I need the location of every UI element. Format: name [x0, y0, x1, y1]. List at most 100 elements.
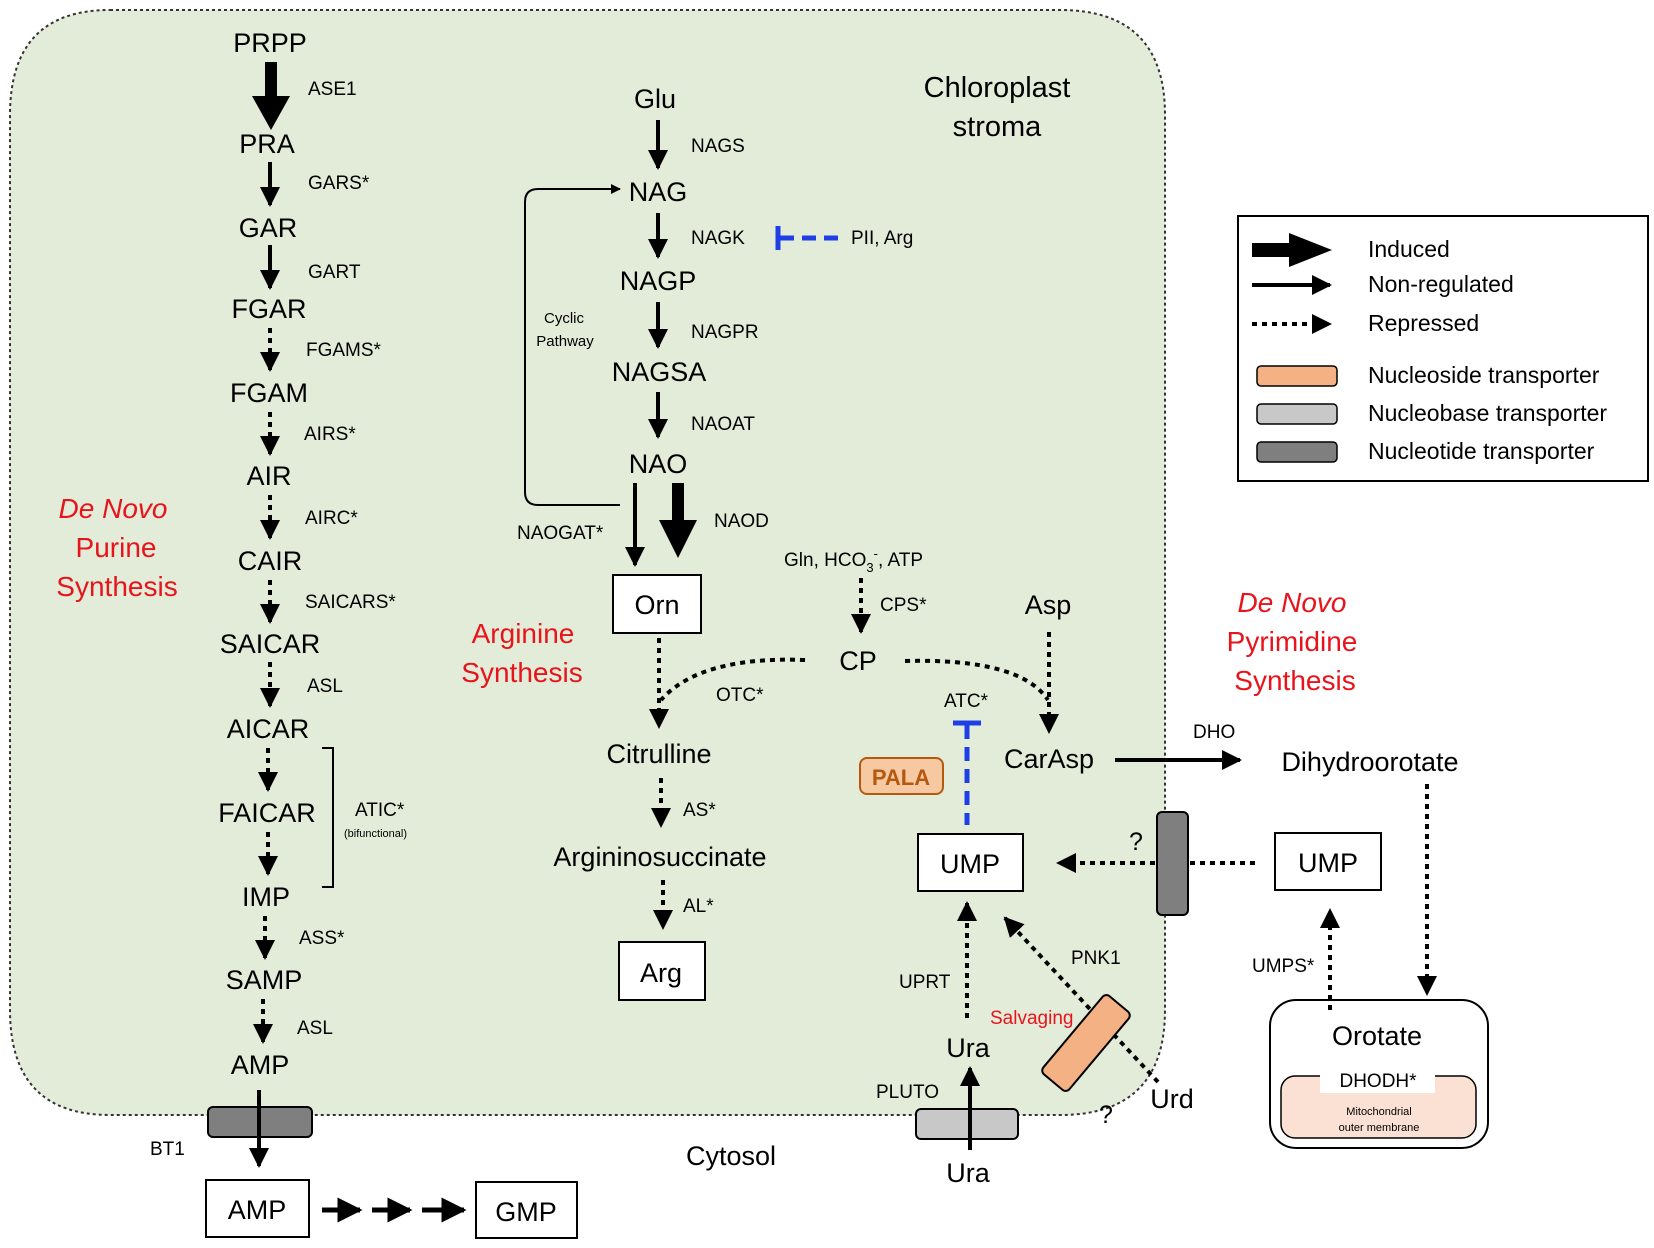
metabolite-amp-cytosol: AMP	[228, 1195, 287, 1225]
cps-substrates: Gln, HCO3-, ATP	[784, 546, 923, 575]
nagk-inhibitor: PII, Arg	[851, 228, 913, 249]
purine-title-1: De Novo	[59, 493, 168, 524]
legend: Induced Non-regulated Repressed Nucleosi…	[1237, 215, 1649, 482]
enzyme-asl-2: ASL	[297, 1018, 333, 1039]
legend-nucleoside: Nucleoside transporter	[1368, 362, 1600, 388]
enzyme-ase1: ASE1	[308, 79, 357, 100]
enzyme-naod: NAOD	[714, 511, 769, 532]
orn-box	[612, 574, 702, 634]
substrates-sup: -	[874, 546, 878, 561]
metabolite-nagp: NAGP	[620, 266, 697, 296]
legend-nucleotide: Nucleotide transporter	[1368, 438, 1595, 464]
metabolite-argininosuccinate: Argininosuccinate	[553, 842, 766, 872]
nucleotide-transporter	[1156, 811, 1189, 916]
enzyme-as: AS*	[683, 800, 716, 821]
pyrimidine-title-2: Pyrimidine	[1227, 626, 1358, 657]
metabolite-pra: PRA	[239, 129, 295, 159]
cytosol-label: Cytosol	[686, 1141, 776, 1171]
purine-title-2: Purine	[76, 532, 157, 563]
enzyme-dhodh: DHODH*	[1339, 1071, 1417, 1092]
enzyme-cps: CPS*	[880, 595, 927, 616]
ump-stroma-box	[917, 833, 1024, 892]
metabolite-gar: GAR	[239, 213, 298, 243]
metabolite-imp: IMP	[242, 882, 290, 912]
enzyme-gars: GARS*	[308, 173, 370, 194]
pala-badge	[859, 757, 944, 795]
salvaging-label: Salvaging	[990, 1008, 1073, 1029]
nucleoside-transporter	[1041, 994, 1131, 1092]
enzyme-nagk: NAGK	[691, 228, 745, 249]
metabolite-asp: Asp	[1025, 590, 1072, 620]
enzyme-umps: UMPS*	[1252, 956, 1315, 977]
metabolite-ump-cytosol: UMP	[1298, 848, 1358, 878]
metabolite-prpp: PRPP	[233, 28, 307, 58]
enzyme-otc: OTC*	[716, 685, 764, 706]
enzyme-ass: ASS*	[299, 928, 345, 949]
metabolite-citrulline: Citrulline	[606, 739, 711, 769]
enzyme-atic: ATIC*	[355, 800, 405, 821]
enzyme-gart: GART	[308, 262, 361, 283]
enzyme-nagpr: NAGPR	[691, 322, 759, 343]
metabolite-urd: Urd	[1150, 1084, 1194, 1114]
metabolite-arg: Arg	[640, 958, 682, 988]
legend-swatch-nucleoside	[1256, 365, 1338, 387]
enzyme-al: AL*	[683, 896, 714, 917]
atic-note: (bifunctional)	[344, 828, 407, 840]
substrates-sub: 3	[866, 560, 873, 575]
legend-nucleobase: Nucleobase transporter	[1368, 400, 1607, 426]
metabolite-samp: SAMP	[226, 965, 303, 995]
metabolite-ump-stroma: UMP	[940, 849, 1000, 879]
enzyme-nags: NAGS	[691, 136, 745, 157]
pala-label: PALA	[872, 765, 930, 790]
enzyme-pluto: PLUTO	[876, 1082, 939, 1103]
legend-repressed: Repressed	[1368, 310, 1479, 336]
stroma-title-1: Chloroplast	[924, 72, 1071, 104]
unknown-mark-1: ?	[1129, 828, 1143, 856]
metabolite-orotate: Orotate	[1332, 1021, 1422, 1051]
enzyme-uprt: UPRT	[899, 972, 951, 993]
amp-cytosol-box	[205, 1179, 310, 1238]
purine-title-3: Synthesis	[56, 571, 177, 602]
metabolite-faicar: FAICAR	[218, 798, 316, 828]
cyclic-label-2: Pathway	[536, 333, 594, 350]
metabolite-fgar: FGAR	[231, 294, 306, 324]
chloroplast-stroma	[9, 9, 1166, 1116]
metabolite-nag: NAG	[629, 177, 688, 207]
arginine-title-2: Synthesis	[461, 657, 582, 688]
metabolite-ura-stroma: Ura	[946, 1033, 990, 1063]
arginine-title-1: Arginine	[472, 618, 575, 649]
enzyme-fgams: FGAMS*	[306, 340, 382, 361]
metabolite-ura-cytosol: Ura	[946, 1158, 990, 1188]
metabolite-glu: Glu	[634, 84, 676, 114]
stroma-title-2: stroma	[953, 111, 1043, 143]
enzyme-airs: AIRS*	[304, 424, 356, 445]
mito-label-1: Mitochondrial	[1346, 1106, 1411, 1118]
ump-cytosol-box	[1274, 832, 1382, 891]
arg-box	[618, 941, 706, 1001]
metabolite-cp: CP	[839, 646, 877, 676]
metabolite-nao: NAO	[629, 449, 688, 479]
metabolite-gmp: GMP	[495, 1197, 557, 1227]
enzyme-dho: DHO	[1193, 722, 1235, 743]
metabolite-air: AIR	[246, 461, 291, 491]
metabolite-orn: Orn	[634, 590, 679, 620]
legend-swatch-nucleotide	[1256, 441, 1338, 463]
metabolite-aicar: AICAR	[227, 714, 310, 744]
pyrimidine-pathway: De Novo Pyrimidine Synthesis Gln, HCO3-,…	[784, 546, 1489, 1188]
substrates-main: Gln, HCO	[784, 550, 866, 571]
pyrimidine-title-3: Synthesis	[1234, 665, 1355, 696]
purine-pathway: De Novo Purine Synthesis PRPP PRA GAR FG…	[56, 28, 578, 1239]
enzyme-naoat: NAOAT	[691, 414, 755, 435]
unknown-mark-2: ?	[1099, 1101, 1113, 1129]
metabolite-dihydroorotate: Dihydroorotate	[1281, 747, 1458, 777]
metabolite-fgam: FGAM	[230, 378, 308, 408]
arginine-pathway: Arginine Synthesis Glu NAG NAGP NAGSA NA…	[461, 84, 913, 1001]
enzyme-asl: ASL	[307, 676, 343, 697]
metabolite-saicar: SAICAR	[220, 629, 321, 659]
legend-induced: Induced	[1368, 236, 1450, 262]
substrates-tail: , ATP	[878, 550, 923, 571]
metabolite-nagsa: NAGSA	[612, 357, 707, 387]
mito-label-2: outer membrane	[1339, 1122, 1420, 1134]
bt1-label: BT1	[150, 1139, 185, 1160]
pyrimidine-title-1: De Novo	[1238, 587, 1347, 618]
